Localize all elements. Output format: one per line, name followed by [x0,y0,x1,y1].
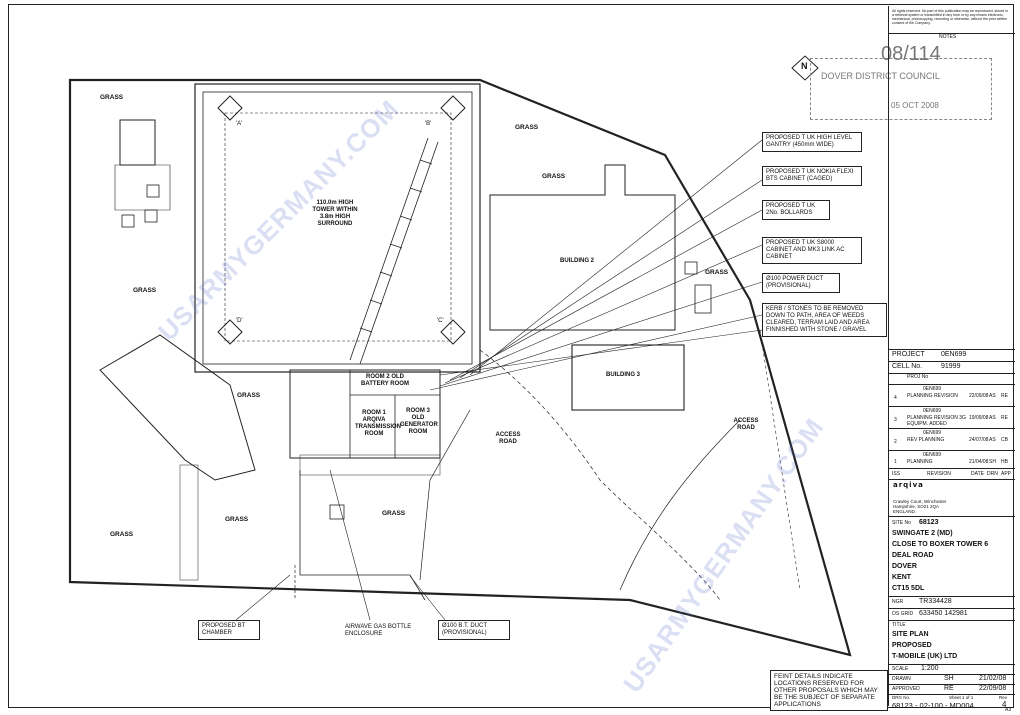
grass-label: GRASS [542,173,566,180]
os-grid-label: OS GRID [892,611,914,617]
copyright-note: All rights reserved. No part of this pub… [892,9,1008,25]
ngr-label: NGR [892,599,904,605]
dwg-no: 68123 - 02-100 - MD004 [892,701,974,710]
corner-b: 'B' [425,121,432,127]
callout-bt-chamber: PROPOSED BT CHAMBER [198,620,260,640]
arqiva-logo: arqiva [893,481,924,489]
tower-label: 110.0m HIGH TOWER WITHIN 3.8m HIGH SURRO… [312,200,358,227]
drawn-date: 21/02/08 [979,675,1007,682]
access-road-label: ACCESS ROAD [733,418,759,431]
site-no: 68123 [919,519,939,526]
site-line: CT15 5DL [892,585,925,592]
title-line: SITE PLAN [892,631,929,638]
approved-date: 22/09/08 [979,685,1007,692]
revision-row: 3 0EN699 PLANNING REVISION 3G EQUIPM. AD… [889,406,1015,429]
drawn-value: SH [944,675,954,682]
council-stamp: 08/114 DOVER DISTRICT COUNCIL 05 OCT 200… [810,43,992,120]
rev-label: Rev [999,695,1008,700]
callout-power-duct: Ø100 POWER DUCT (PROVISIONAL) [762,273,840,293]
north-arrow-label: N [801,61,808,71]
room-1-label: ROOM 1 ARQIVA TRANSMISSION ROOM [355,410,402,437]
access-road-label: ACCESS ROAD [495,432,521,445]
grass-label: GRASS [237,392,261,399]
revision-row: 4 0EN699 PLANNING REVISION 22/09/08 AS R… [889,384,1015,407]
title-line: PROPOSED [892,642,932,649]
site-line: DEAL ROAD [892,552,934,559]
corner-c: 'C' [437,318,444,324]
revision-header: ISS REVISION DATE DRN APP [889,468,1015,480]
title-line: T-MOBILE (UK) LTD [892,653,958,660]
notes-label: NOTES [939,34,957,40]
title-label: TITLE [892,622,906,628]
stamp-council: DOVER DISTRICT COUNCIL [821,71,940,81]
dwg-no-label: DRG No. [892,695,911,700]
site-line: KENT [892,574,912,581]
stamp-ref: 08/114 [881,43,941,65]
drawn-label: DRAWN [892,676,911,682]
site-line: DOVER [892,563,917,570]
grass-label: GRASS [515,124,539,131]
approved-label: APPROVED [892,686,920,692]
ngr-value: TR334428 [919,598,952,605]
stamp-date: 05 OCT 2008 [891,101,939,110]
title-block: All rights reserved. No part of this pub… [888,6,1015,710]
grass-label: GRASS [100,94,124,101]
callout-bt-duct: Ø100 B.T. DUCT (PROVISIONAL) [438,620,510,640]
company-address: Crawley Court, Winchester Hampshire, SO2… [893,499,947,514]
drawing-sheet [8,4,1014,708]
building-2-label: BUILDING 2 [560,258,595,264]
callout-s8000-cabinet: PROPOSED T UK S8000 CABINET AND MK3 LINK… [762,237,862,264]
approved-value: RE [944,685,954,692]
rev-value: 4 [1002,700,1007,709]
grass-label: GRASS [382,510,406,517]
building-3-label: BUILDING 3 [606,372,641,378]
grass-label: GRASS [225,516,249,523]
grass-label: GRASS [705,269,729,276]
scale-value: 1:200 [921,665,939,672]
paper-size: A3 [1005,707,1012,713]
tower-surround [194,83,481,373]
room-2-label: ROOM 2 OLD BATTERY ROOM [361,374,409,387]
gantry [349,137,439,365]
project-label: PROJECT [892,351,925,358]
site-boundary [68,78,852,657]
site-no-label: SITE No [892,520,911,526]
callout-gas-bottle: AIRWAVE GAS BOTTLE ENCLOSURE [342,622,420,640]
os-grid-value: 633450 142981 [919,610,968,617]
project-value: 0EN699 [941,351,967,358]
revision-row: 2 0EN699 REV PLANNING 24/07/08 AS CB [889,428,1015,451]
callout-gantry: PROPOSED T UK HIGH LEVEL GANTRY (450mm W… [762,132,862,152]
revision-row: 1 0EN699 PLANNING 21/04/08 SH HB [889,450,1015,469]
feint-details-note: FEINT DETAILS INDICATE LOCATIONS RESERVE… [770,670,888,711]
proj-no-label: PROJ No [907,374,929,380]
corner-d: 'D' [236,318,243,324]
callout-kerb-stones: KERB / STONES TO BE REMOVED DOWN TO PATH… [762,303,887,337]
sheet-count: Sheet 1 of 1 [949,695,974,700]
corner-a: 'A' [236,121,243,127]
scale-label: SCALE [892,666,909,672]
cell-label: CELL No. [892,363,923,370]
grass-label: GRASS [110,531,134,538]
callout-nokia-cabinet: PROPOSED T UK NOKIA FLEXI BTS CABINET (C… [762,166,862,186]
room-3-label: ROOM 3 OLD GENERATOR ROOM [400,408,438,435]
site-line: SWINGATE 2 (MD) [892,530,953,537]
site-line: CLOSE TO BOXER TOWER 6 [892,541,989,548]
grass-label: GRASS [133,287,157,294]
callout-bollards: PROPOSED T UK 2No. BOLLARDS [762,200,830,220]
cell-value: 91999 [941,363,961,370]
